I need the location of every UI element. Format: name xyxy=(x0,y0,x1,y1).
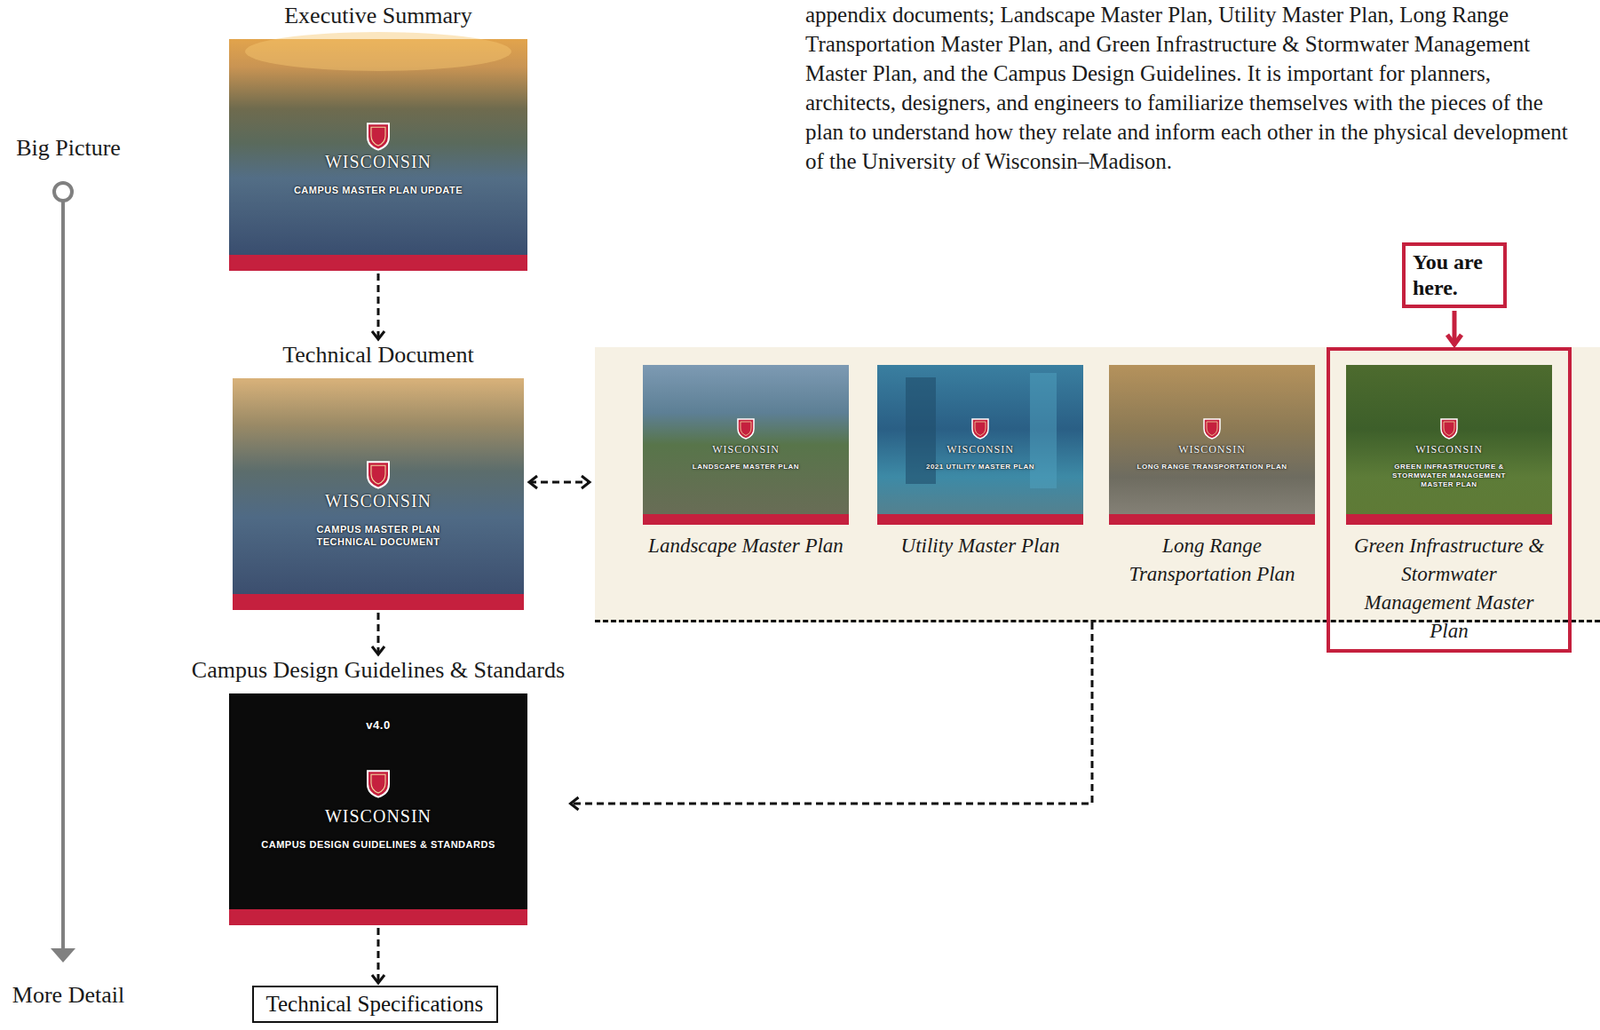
cover-photo xyxy=(229,693,528,926)
axis-label: Big Picture xyxy=(0,134,137,162)
cover-subtitle: LANDSCAPE MASTER PLAN xyxy=(665,462,826,472)
cover-bar xyxy=(1108,514,1315,525)
cover-bar xyxy=(642,514,849,525)
cover-area: WISCONSIN LONG RANGE TRANSPORTATION PLAN xyxy=(1108,364,1315,525)
axis-start-circle xyxy=(54,182,72,201)
node-label: You are here. xyxy=(1412,249,1497,301)
dashed-connector xyxy=(377,612,381,655)
cover-photo xyxy=(877,364,1084,525)
cover-caption: Landscape Master Plan xyxy=(642,531,849,561)
document-cover: Technical DocumentWISCONSIN CAMPUS MASTER… xyxy=(232,341,524,610)
dashed-connector xyxy=(529,481,590,484)
body-paragraph: appendix documents; Landscape Master Pla… xyxy=(805,0,1569,176)
appendix-band: WISCONSIN LANDSCAPE MASTER PLAN Landscape … xyxy=(594,347,1600,623)
crest xyxy=(367,770,389,797)
callout-box: You are here. xyxy=(1401,242,1507,309)
axis-arrowhead xyxy=(50,948,76,963)
cover-photo xyxy=(1346,364,1553,525)
axis-label: More Detail xyxy=(0,982,137,1009)
cover-area: WISCONSIN CAMPUS MASTER PLAN UPDATE xyxy=(229,39,528,271)
dashed-connector xyxy=(377,273,381,340)
cover-subtitle: CAMPUS DESIGN GUIDELINES & STANDARDS xyxy=(249,838,507,851)
cover-subtitle: CAMPUS MASTER PLAN TECHNICAL DOCUMENT xyxy=(316,522,441,548)
cover-caption: Utility Master Plan xyxy=(877,531,1084,561)
cover-subtitle: LONG RANGE TRANSPORTATION PLAN xyxy=(1132,462,1292,472)
cover-bar xyxy=(1346,514,1553,525)
cover-brand: WISCONSIN xyxy=(1113,442,1311,457)
cover-heading: Campus Design Guidelines & Standards xyxy=(191,657,566,684)
cover-bar xyxy=(877,514,1084,525)
node-label: Technical Specifications xyxy=(266,990,484,1018)
process-box: Technical Specifications xyxy=(252,985,499,1023)
highlight-frame: WISCONSIN GREEN INFRASTRUCTURE & STORMWAT… xyxy=(1326,347,1572,653)
cover-photo xyxy=(642,364,849,525)
cover-bar xyxy=(232,594,524,610)
cover-heading: Executive Summary xyxy=(229,2,528,30)
document-cover: WISCONSIN LANDSCAPE MASTER PLAN Landscape … xyxy=(642,364,849,561)
pointer-arrow xyxy=(1452,310,1458,345)
cover-brand: WISCONSIN xyxy=(233,806,523,826)
cover-subtitle: GREEN INFRASTRUCTURE & STORMWATER MANAGE… xyxy=(1378,462,1521,490)
cover-bar xyxy=(229,909,528,926)
cover-area: WISCONSIN CAMPUS MASTER PLAN TECHNICAL DO… xyxy=(232,378,524,610)
cover-area: WISCONSIN 2021 UTILITY MASTER PLAN xyxy=(877,364,1084,525)
dashed-connector xyxy=(570,622,1094,804)
cover-photo xyxy=(1108,364,1315,525)
crest xyxy=(737,419,754,439)
crest xyxy=(367,123,389,150)
crest xyxy=(972,419,989,439)
dashed-connector xyxy=(377,927,381,983)
document-cover: WISCONSIN LONG RANGE TRANSPORTATION PLAN L… xyxy=(1108,364,1315,589)
document-cover: Campus Design Guidelines & Standards v4.0… xyxy=(191,657,566,926)
version-number: v4.0 xyxy=(233,718,523,733)
detail-axis xyxy=(61,200,65,951)
document-cover: Executive SummaryWISCONSIN CAMPUS MASTER … xyxy=(229,2,528,271)
cover-photo xyxy=(229,39,528,271)
cover-subtitle: 2021 UTILITY MASTER PLAN xyxy=(900,462,1061,472)
cover-brand: WISCONSIN xyxy=(647,442,845,457)
sun-glow xyxy=(245,31,512,72)
crest xyxy=(1441,419,1458,439)
cover-caption: Long Range Transportation Plan xyxy=(1108,531,1315,589)
cover-area: v4.0WISCONSIN CAMPUS DESIGN GUIDELINES & … xyxy=(229,693,528,926)
cover-area: WISCONSIN GREEN INFRASTRUCTURE & STORMWAT… xyxy=(1346,364,1553,525)
cover-heading: Technical Document xyxy=(232,341,524,369)
cover-brand: WISCONSIN xyxy=(881,442,1079,457)
cover-subtitle: CAMPUS MASTER PLAN UPDATE xyxy=(280,183,476,197)
cover-photo xyxy=(232,378,524,610)
cover-brand: WISCONSIN xyxy=(1350,442,1548,457)
cover-brand: WISCONSIN xyxy=(233,151,523,172)
cover-area: WISCONSIN LANDSCAPE MASTER PLAN xyxy=(642,364,849,525)
crest xyxy=(1203,419,1220,439)
cover-brand: WISCONSIN xyxy=(237,491,520,511)
cover-caption: Green Infrastructure & Stormwater Manage… xyxy=(1346,531,1553,646)
cover-bar xyxy=(229,254,528,271)
pipe-detail xyxy=(1029,372,1057,489)
document-cover: WISCONSIN 2021 UTILITY MASTER PLAN Utility… xyxy=(877,364,1084,561)
crest xyxy=(367,461,389,488)
